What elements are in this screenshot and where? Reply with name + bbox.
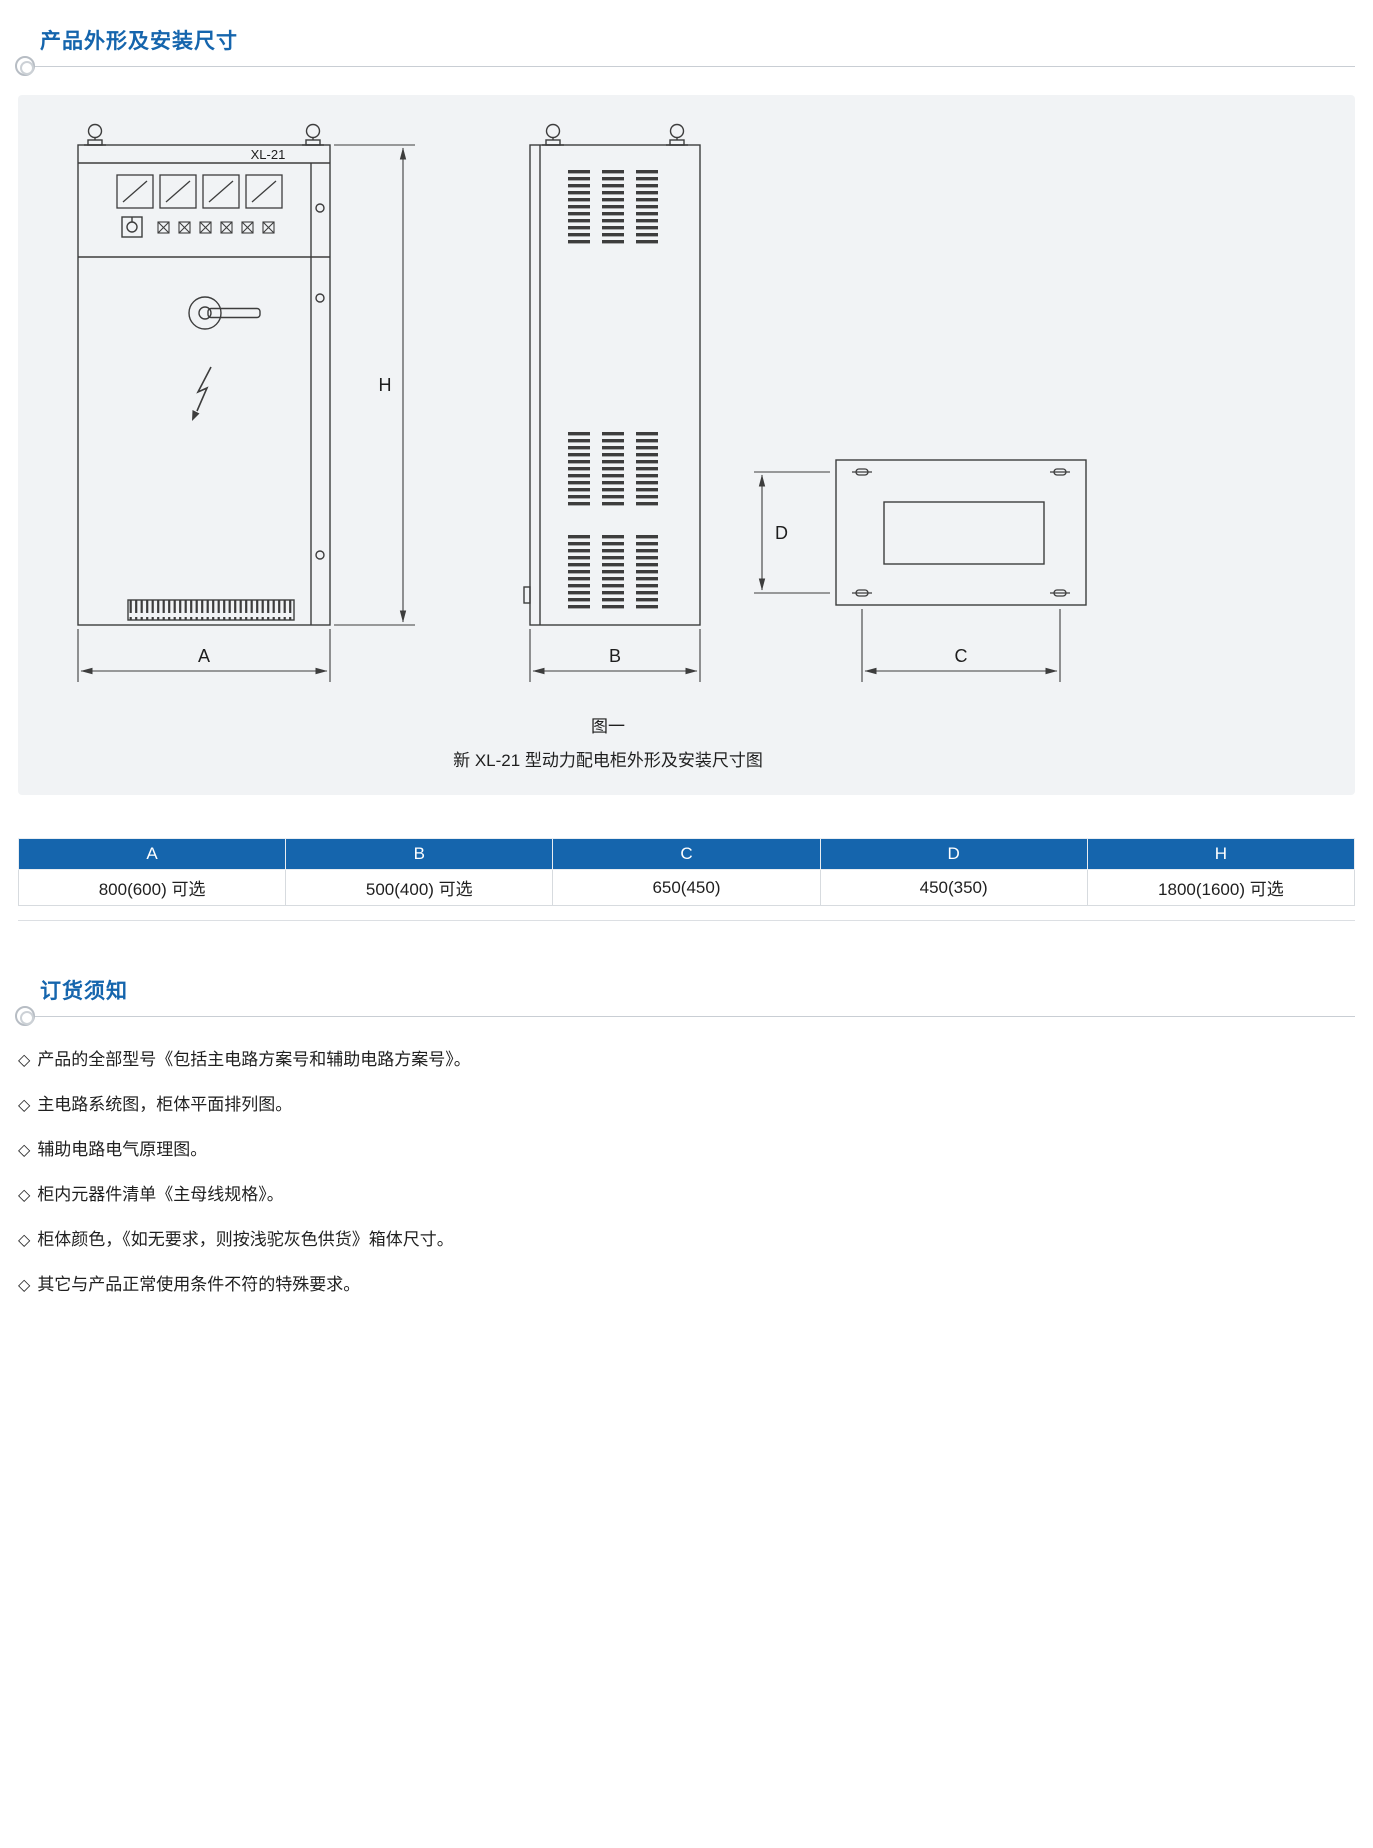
figure-panel: XL-21 A H B C D 图一 新 XL-21 型动力配电柜外形及安装尺寸… <box>18 95 1355 795</box>
note-item: ◇ 柜内元器件清单《主母线规格》。 <box>18 1185 1355 1206</box>
panel-meter-icons <box>116 174 283 209</box>
note-text: 其它与产品正常使用条件不符的特殊要求。 <box>37 1275 361 1294</box>
note-text: 主电路系统图，柜体平面排列图。 <box>37 1095 293 1114</box>
bullseye-icon <box>15 1006 35 1026</box>
note-text: 产品的全部型号《包括主电路方案号和辅助电路方案号》。 <box>37 1050 471 1069</box>
ordering-notes-list: ◇ 产品的全部型号《包括主电路方案号和辅助电路方案号》。 ◇ 主电路系统图，柜体平面… <box>18 1050 1355 1296</box>
section-ordering-header: 订货须知 <box>15 921 1355 1026</box>
dim-label-h: H <box>379 375 392 395</box>
dimension-lines <box>77 144 1061 682</box>
dim-label-d: D <box>775 523 788 543</box>
dim-value-h: 1800(1600) 可选 <box>1086 869 1356 906</box>
section1-title: 产品外形及安装尺寸 <box>40 30 238 53</box>
diamond-bullet-icon: ◇ <box>18 1277 31 1294</box>
bullseye-icon <box>15 56 35 76</box>
page: 产品外形及安装尺寸 <box>15 0 1356 1296</box>
top-view-drawing <box>835 459 1087 606</box>
col-header-c: C <box>552 838 821 870</box>
ventilation-grille <box>127 599 295 621</box>
diamond-bullet-icon: ◇ <box>18 1232 31 1249</box>
cabinet-model-label: XL-21 <box>251 147 286 162</box>
selector-device-icon <box>121 216 143 238</box>
diamond-bullet-icon: ◇ <box>18 1097 31 1114</box>
table-header-row: A B C D H <box>17 838 1356 870</box>
front-view-drawing <box>77 123 331 626</box>
dim-label-b: B <box>609 646 621 666</box>
louvre-vents <box>568 170 658 608</box>
dimensions-table: A B C D H 800(600) 可选 500(400) 可选 650(45… <box>17 838 1356 906</box>
figure-number: 图一 <box>591 717 625 736</box>
col-header-b: B <box>285 838 554 870</box>
section1-rule <box>15 56 1355 76</box>
section-dimensions-header: 产品外形及安装尺寸 <box>15 0 1355 76</box>
lifting-eyebolt-icons <box>541 123 689 146</box>
dim-label-a: A <box>198 646 210 666</box>
dim-value-a: 800(600) 可选 <box>17 869 287 906</box>
dim-value-b: 500(400) 可选 <box>285 869 554 906</box>
dim-value-d: 450(350) <box>819 869 1088 906</box>
note-item: ◇ 其它与产品正常使用条件不符的特殊要求。 <box>18 1275 1355 1296</box>
col-header-d: D <box>819 838 1088 870</box>
note-item: ◇ 辅助电路电气原理图。 <box>18 1140 1355 1161</box>
installation-dimensions-drawing: XL-21 A H B C D <box>77 123 1087 682</box>
indicator-lamp-icons <box>157 221 275 234</box>
table-underline <box>18 920 1355 921</box>
diamond-bullet-icon: ◇ <box>18 1187 31 1204</box>
note-text: 柜体颜色，《如无要求，则按浅驼灰色供货》箱体尺寸。 <box>37 1230 454 1249</box>
mounting-bolt-icons <box>851 468 1071 597</box>
figure-caption: 新 XL-21 型动力配电柜外形及安装尺寸图 <box>453 751 763 770</box>
lightning-symbol-icon <box>192 366 212 421</box>
col-header-h: H <box>1086 838 1356 870</box>
col-header-a: A <box>17 838 287 870</box>
lifting-eyebolt-icons <box>83 123 325 146</box>
note-item: ◇ 主电路系统图，柜体平面排列图。 <box>18 1095 1355 1116</box>
diamond-bullet-icon: ◇ <box>18 1142 31 1159</box>
note-item: ◇ 产品的全部型号《包括主电路方案号和辅助电路方案号》。 <box>18 1050 1355 1071</box>
section2-title: 订货须知 <box>40 980 128 1003</box>
section2-rule <box>15 1006 1355 1026</box>
diamond-bullet-icon: ◇ <box>18 1052 31 1069</box>
side-view-drawing <box>523 123 701 626</box>
note-item: ◇ 柜体颜色，《如无要求，则按浅驼灰色供货》箱体尺寸。 <box>18 1230 1355 1251</box>
figure-captions: 图一 新 XL-21 型动力配电柜外形及安装尺寸图 <box>18 712 1198 771</box>
dim-label-c: C <box>955 646 968 666</box>
operating-handle-icon <box>188 296 261 330</box>
note-text: 辅助电路电气原理图。 <box>37 1140 208 1159</box>
table-value-row: 800(600) 可选 500(400) 可选 650(450) 450(350… <box>17 869 1356 906</box>
dim-value-c: 650(450) <box>552 869 821 906</box>
note-text: 柜内元器件清单《主母线规格》。 <box>37 1185 284 1204</box>
